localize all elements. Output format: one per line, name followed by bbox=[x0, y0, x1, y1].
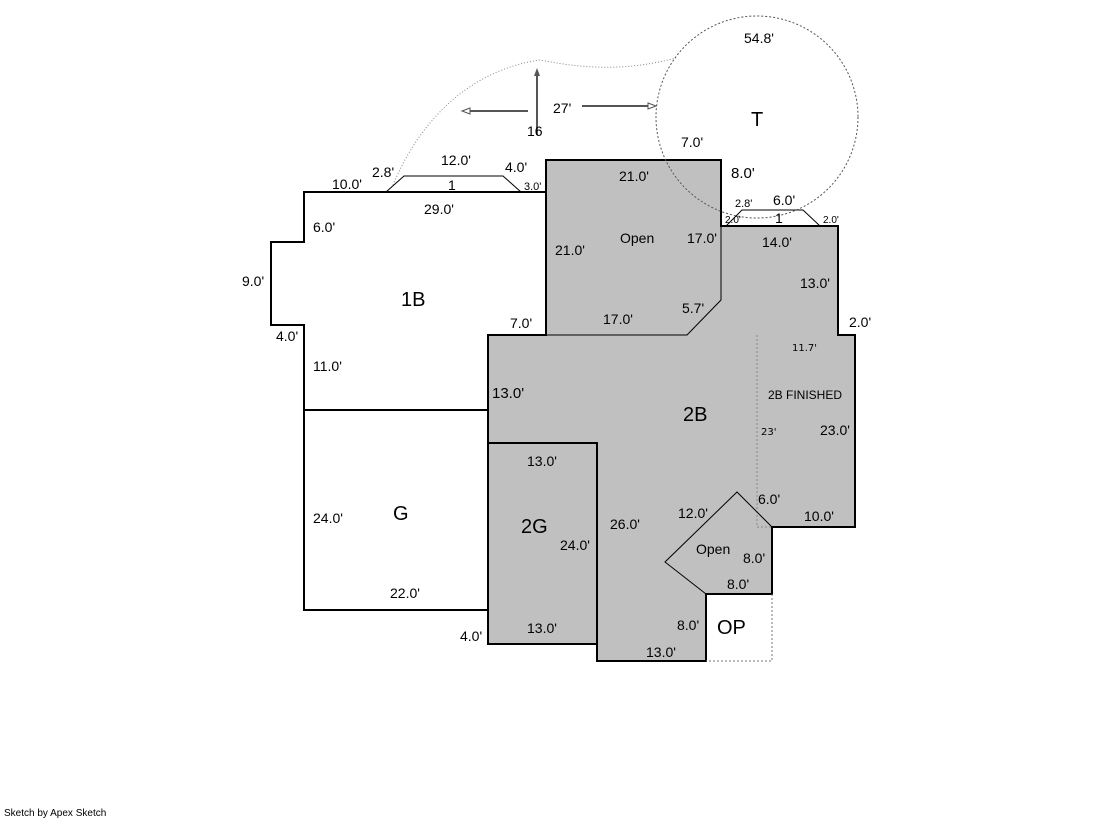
dimension-label: 6.0' bbox=[313, 219, 335, 235]
dimension-label: 2.0' bbox=[849, 314, 871, 330]
open-top-boundary bbox=[546, 226, 722, 336]
dimension-label: 7.0' bbox=[681, 134, 703, 150]
dimension-label: 24.0' bbox=[560, 537, 590, 553]
dimension-label: 2.8' bbox=[735, 198, 752, 210]
dimension-labels: 54.8' 27' 16 7.0' 8.0' 10.0' 2.8' 12.0' … bbox=[242, 30, 871, 660]
dimension-label: 12.0' bbox=[678, 505, 708, 521]
bump-right bbox=[725, 209, 821, 227]
dimension-label: 8.0' bbox=[677, 617, 699, 633]
dimension-label: 8.0' bbox=[727, 576, 749, 592]
label-t: T bbox=[751, 109, 763, 131]
dimension-label: 5.7' bbox=[682, 300, 704, 316]
dotted-curve bbox=[392, 57, 677, 186]
dimension-label: 17.0' bbox=[687, 230, 717, 246]
dimension-label: 6.0' bbox=[773, 192, 795, 208]
label-open-top: Open bbox=[620, 230, 654, 246]
dimension-label: 4.0' bbox=[460, 628, 482, 644]
dimension-label: 21.0' bbox=[555, 242, 585, 258]
area-2b-open-fill bbox=[487, 159, 856, 662]
bump-left bbox=[385, 175, 522, 193]
label-g: G bbox=[393, 503, 409, 525]
dimension-label: 2.0' bbox=[823, 215, 839, 226]
dimension-label: 2.8' bbox=[372, 164, 394, 180]
arrows bbox=[460, 68, 658, 135]
dimension-label: 3.0' bbox=[524, 181, 541, 193]
label-bump-right: 1 bbox=[775, 210, 783, 226]
dimension-label: 10.0' bbox=[332, 176, 362, 192]
sketch-credit: Sketch by Apex Sketch bbox=[4, 808, 107, 819]
label-open-bottom: Open bbox=[696, 541, 730, 557]
dimension-label: 10.0' bbox=[804, 508, 834, 524]
label-1b: 1B bbox=[401, 289, 425, 311]
dimension-label: 13.0' bbox=[800, 275, 830, 291]
dimension-label: 29.0' bbox=[424, 201, 454, 217]
dimension-label: 2.0' bbox=[725, 215, 741, 226]
dimension-label: 13.0' bbox=[646, 644, 676, 660]
dimension-label: 27' bbox=[553, 100, 571, 116]
label-op: OP bbox=[717, 617, 746, 639]
dimension-label: 9.0' bbox=[242, 273, 264, 289]
dimension-label: 8.0' bbox=[731, 165, 755, 182]
dimension-label: 13.0' bbox=[527, 453, 557, 469]
dimension-label: 13.0' bbox=[492, 385, 524, 402]
area-1b-outline bbox=[270, 191, 546, 611]
dimension-label: 12.0' bbox=[441, 152, 471, 168]
dimension-label: 6.0' bbox=[758, 491, 780, 507]
dimension-label: 17.0' bbox=[603, 311, 633, 327]
dimension-label: 11.7' bbox=[792, 343, 817, 354]
finished-boundary bbox=[756, 335, 772, 528]
dimension-label: 16 bbox=[527, 123, 543, 139]
divider-2b-2g bbox=[487, 410, 598, 661]
label-2b-finished: 2B FINISHED bbox=[768, 388, 842, 402]
area-op bbox=[706, 594, 772, 661]
open-bottom-boundary bbox=[664, 491, 773, 595]
dimension-label: 26.0' bbox=[610, 516, 640, 532]
dimension-label: 22.0' bbox=[390, 585, 420, 601]
label-bump-left: 1 bbox=[448, 177, 456, 193]
dimension-label: 23.0' bbox=[820, 422, 850, 438]
label-2b: 2B bbox=[683, 404, 707, 426]
dimension-label: 23' bbox=[761, 427, 776, 438]
dimension-label: 13.0' bbox=[527, 620, 557, 636]
area-t-circle bbox=[655, 15, 859, 219]
label-2g: 2G bbox=[521, 516, 548, 538]
dimension-label: 4.0' bbox=[505, 159, 527, 175]
dimension-label: 54.8' bbox=[744, 30, 774, 46]
dimension-label: 11.0' bbox=[313, 358, 342, 374]
dimension-label: 7.0' bbox=[510, 315, 532, 331]
dimension-label: 24.0' bbox=[313, 510, 343, 526]
dimension-label: 4.0' bbox=[276, 328, 298, 344]
dimension-label: 14.0' bbox=[762, 234, 792, 250]
dimension-label: 21.0' bbox=[619, 168, 649, 184]
dimension-label: 8.0' bbox=[743, 550, 765, 566]
